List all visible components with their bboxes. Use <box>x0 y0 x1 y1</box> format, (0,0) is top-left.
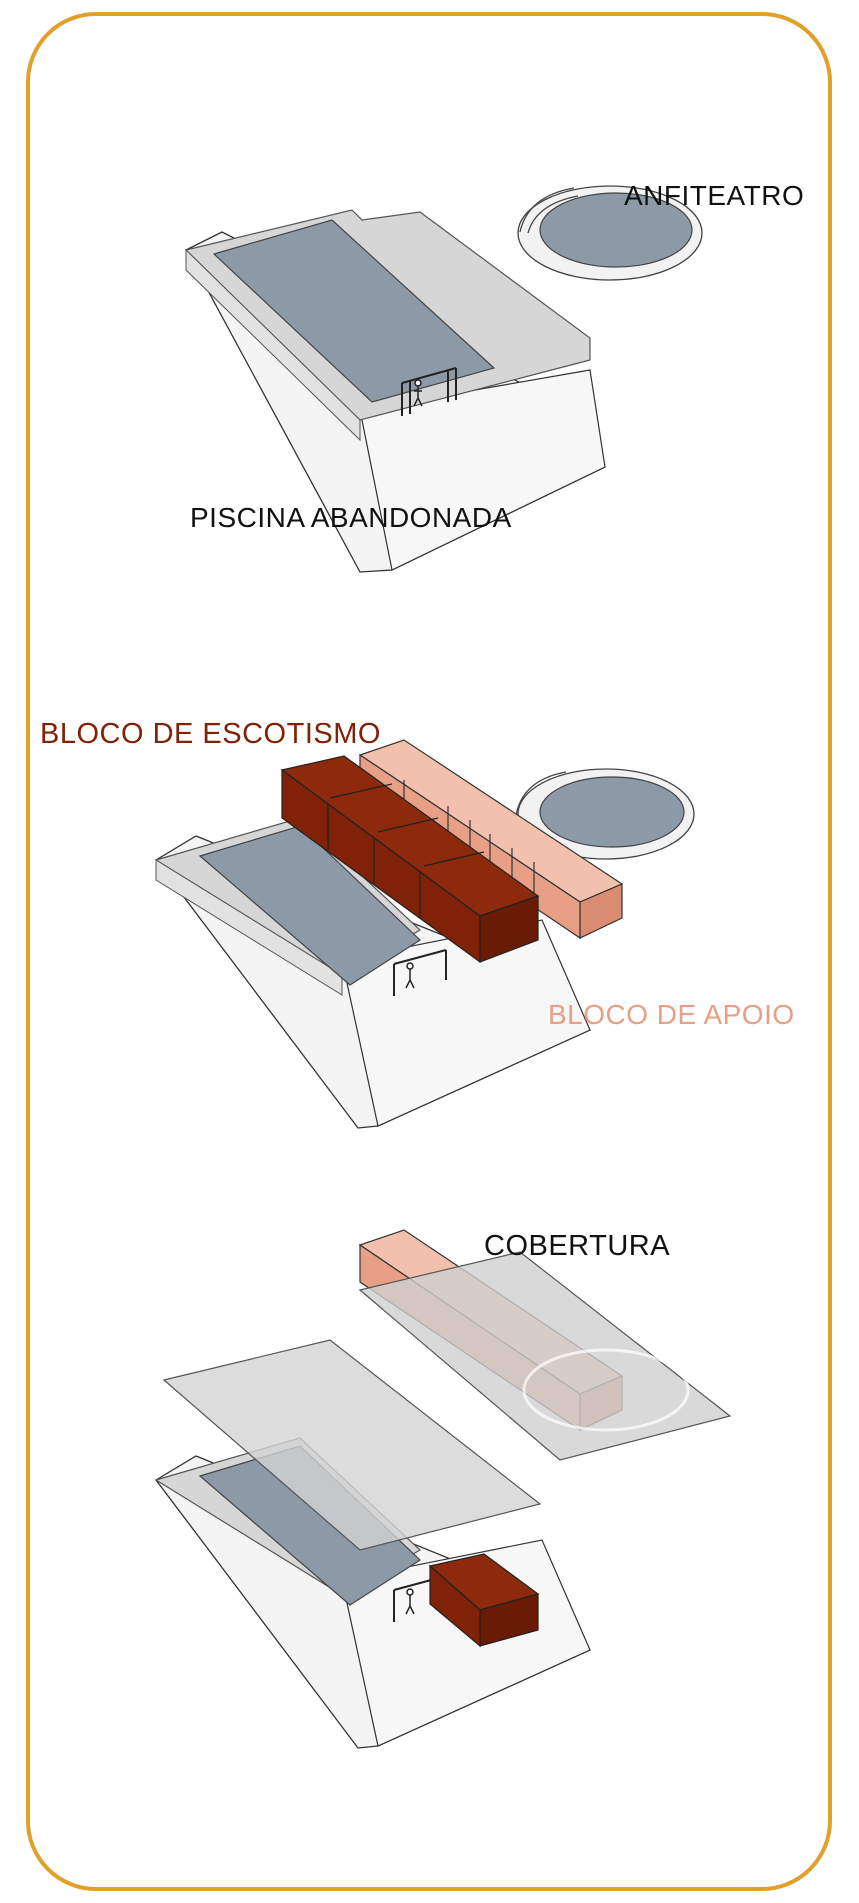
label-cobertura: COBERTURA <box>484 1230 670 1262</box>
site-lower-wall <box>359 369 606 571</box>
stage-existing-site: ANFITEATRO PISCINA ABANDONADA <box>184 180 804 573</box>
label-bloco-de-apoio: BLOCO DE APOIO <box>548 999 795 1030</box>
amphitheatre <box>517 185 703 281</box>
stage-roof-cover: COBERTURA <box>154 1229 732 1749</box>
pool-ladder-icon <box>401 367 457 416</box>
roof-panel-right <box>358 1251 732 1461</box>
bloco-de-escotismo <box>428 1553 540 1648</box>
label-bloco-de-escotismo: BLOCO DE ESCOTISMO <box>40 718 381 750</box>
person-figure-icon <box>413 379 423 407</box>
pool-ladder-icon <box>393 949 447 996</box>
amphitheatre-ghost <box>522 1348 690 1432</box>
deck-edge <box>185 248 361 442</box>
person-figure-icon <box>405 962 415 989</box>
amphitheatre <box>515 768 695 860</box>
label-piscina-abandonada: PISCINA ABANDONADA <box>190 502 512 533</box>
abandoned-pool <box>212 219 496 403</box>
person-figure-icon <box>405 1588 415 1615</box>
roof-panel-left <box>162 1339 542 1551</box>
bloco-de-escotismo <box>280 755 540 964</box>
deck-edge <box>155 859 343 996</box>
abandoned-pool <box>198 825 421 986</box>
label-anfiteatro: ANFITEATRO <box>624 180 804 211</box>
stage-program-blocks: BLOCO DE ESCOTISMO BLOCO DE APOIO <box>40 718 795 1129</box>
